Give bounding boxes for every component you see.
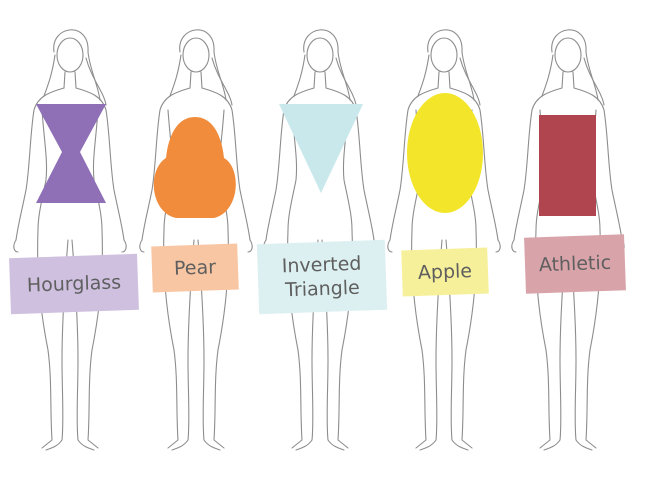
inverted-triangle-shape: [279, 104, 363, 193]
label-hourglass: Hourglass: [9, 253, 139, 315]
athletic-shape: [539, 115, 596, 216]
label-pear-text: Pear: [173, 256, 217, 280]
pear-shape: [153, 117, 236, 218]
apple-shape: [407, 93, 483, 213]
label-pear: Pear: [151, 243, 239, 293]
label-apple-text: Apple: [417, 260, 473, 284]
label-inverted-triangle: Inverted Triangle: [256, 239, 388, 315]
figure-hourglass: [13, 29, 127, 451]
figure-apple: [387, 29, 501, 451]
label-athletic: Athletic: [524, 234, 626, 294]
label-apple: Apple: [401, 247, 489, 297]
label-hourglass-text: Hourglass: [26, 271, 122, 297]
hourglass-shape: [36, 104, 106, 203]
label-athletic-text: Athletic: [538, 251, 612, 277]
figure-pear: [139, 29, 253, 451]
label-inverted-triangle-text: Inverted Triangle: [281, 252, 362, 302]
